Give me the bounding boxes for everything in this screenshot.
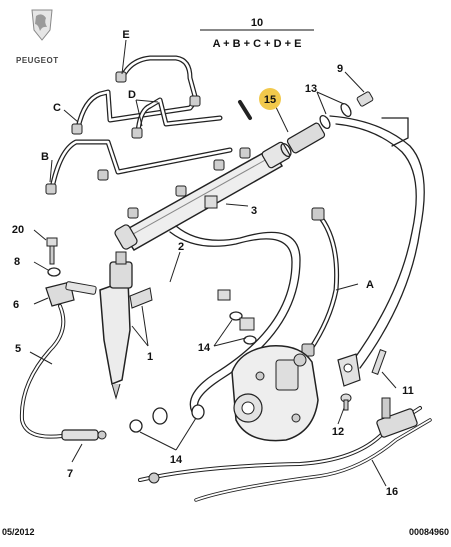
- fuel-rail: [114, 141, 291, 251]
- footer-reference: 00084960: [409, 527, 449, 537]
- callout-C: C: [53, 102, 61, 114]
- pump-fitting: [217, 289, 255, 331]
- callout-14-bottom: 14: [170, 454, 183, 466]
- injector: [99, 251, 153, 400]
- pipe-a: [301, 207, 340, 357]
- callout-B: B: [41, 151, 49, 163]
- formula: 10 A + B + C + D + E: [200, 17, 314, 50]
- callout-16: 16: [386, 486, 398, 498]
- filter-connector: [148, 397, 418, 484]
- callout-9: 9: [337, 63, 343, 75]
- peugeot-lion-logo: [31, 9, 53, 41]
- formula-number: 10: [251, 17, 263, 29]
- seals-14: [129, 311, 257, 433]
- callout-6: 6: [13, 299, 19, 311]
- callout-12: 12: [332, 426, 344, 438]
- return-pipes: [329, 115, 425, 369]
- callout-D: D: [128, 89, 136, 101]
- brand-name: PEUGEOT: [16, 56, 59, 65]
- callout-1: 1: [147, 351, 153, 363]
- return-connector: [61, 429, 107, 441]
- leader-lines: [29, 39, 397, 487]
- callout-11: 11: [402, 385, 414, 397]
- feed-pipes: [138, 406, 432, 502]
- callout-E: E: [122, 29, 129, 41]
- callout-2: 2: [178, 241, 184, 253]
- callout-7: 7: [67, 468, 73, 480]
- high-pressure-pump: [231, 345, 319, 442]
- callout-A: A: [366, 279, 374, 291]
- callout-15: 15: [264, 94, 276, 106]
- return-line-5: [19, 225, 301, 439]
- injector-pipes: [49, 55, 252, 191]
- callout-3: 3: [251, 205, 257, 217]
- footer-date: 05/2012: [2, 527, 35, 537]
- pressure-regulator: [280, 91, 374, 158]
- callout-20: 20: [12, 224, 24, 236]
- callout-5: 5: [15, 343, 21, 355]
- callout-13: 13: [305, 83, 317, 95]
- clamp-bolt: [46, 237, 58, 265]
- pipe-nuts: [45, 71, 251, 219]
- formula-expression: A + B + C + D + E: [213, 38, 302, 50]
- stud: [340, 393, 352, 411]
- bracket: [337, 349, 387, 387]
- copper-washer: [47, 267, 61, 277]
- callout-8: 8: [14, 256, 20, 268]
- highlight-badge: [259, 88, 281, 110]
- injector-clamp: [45, 281, 97, 307]
- callout-14-pump: 14: [198, 342, 211, 354]
